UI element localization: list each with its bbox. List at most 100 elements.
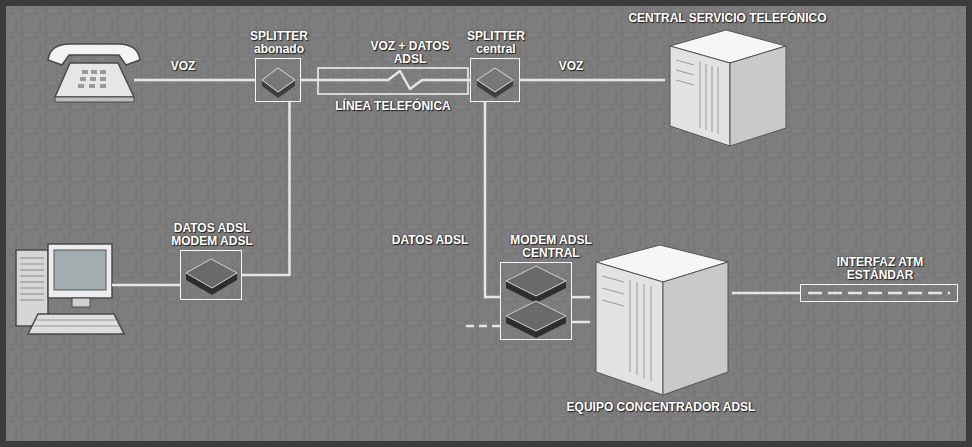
node-heading: SPLITTER abonado: [234, 30, 324, 56]
pc-stand: [72, 298, 90, 307]
connector-line: [732, 292, 800, 295]
pc-tower-slots: [20, 294, 44, 295]
pc-tower-slots: [20, 258, 44, 259]
heading-holder: INTERFAZ ATM ESTÁNDAR: [824, 256, 936, 282]
heading-holder: MODEM ADSL CENTRAL: [501, 234, 601, 260]
signal-label: VOZ: [160, 60, 206, 73]
connector-line: [301, 71, 470, 89]
node-heading: CENTRAL SERVICIO TELEFÓNICO: [578, 12, 878, 25]
pc-keys: [33, 320, 119, 326]
node-heading: DATOS ADSL MODEM ADSL: [162, 222, 262, 248]
pc-tower-slots: [20, 282, 44, 283]
telephone: [48, 44, 140, 102]
frame: [3, 3, 969, 444]
server-slats: [602, 276, 624, 282]
pc-tower-slots: [20, 300, 44, 301]
pc-wire: [112, 284, 180, 287]
connector-line: [520, 79, 665, 82]
signal-label: DATOS ADSL: [384, 234, 476, 247]
heading-holder: CENTRAL SERVICIO TELEFÓNICO: [578, 12, 878, 25]
server-slats: [676, 70, 694, 75]
heading-holder: EQUIPO CONCENTRADOR ADSL: [546, 401, 776, 414]
server-slats: [602, 300, 624, 306]
splitter-top: [262, 68, 295, 92]
pc-keys: [33, 326, 119, 327]
server-slats: [676, 80, 694, 85]
modem-top: [506, 266, 566, 296]
phone-body: [55, 63, 134, 97]
server-side: [663, 262, 728, 395]
server-slats: [602, 276, 651, 381]
server-slats: [676, 60, 718, 134]
pc-monitor: [48, 244, 112, 298]
pc-tower-slots: [20, 288, 44, 289]
label-holder: VOZ: [548, 60, 594, 73]
phone-keypad: [100, 77, 106, 81]
phone-keypad: [91, 70, 97, 74]
server-slats: [706, 64, 707, 130]
pc-tower-slots: [20, 276, 44, 277]
pc-tower-slots: [20, 270, 44, 271]
phone-handset: [48, 44, 140, 65]
splitter-icon: [262, 68, 513, 98]
label-holder: DATOS ADSL: [384, 234, 476, 247]
node-heading: EQUIPO CONCENTRADOR ADSL: [546, 401, 776, 414]
exchange-server: [670, 30, 786, 146]
pc-keyboard: [28, 314, 124, 334]
other-lines-wire: [466, 325, 500, 328]
splitter-box: SPLITTER abonado: [255, 58, 301, 102]
server-slats: [700, 62, 701, 128]
connector-line: [572, 296, 590, 299]
phone-base: [55, 97, 134, 102]
modem-wire: [572, 321, 590, 324]
concentrator-cabinet: EQUIPO CONCENTRADOR ADSL: [590, 243, 732, 398]
phone-keypad: [82, 70, 88, 74]
pc-keys: [36, 320, 116, 321]
modem-box: DATOS ADSL MODEM ADSL: [180, 250, 242, 300]
server-front: [596, 262, 663, 395]
atm-interface-box: INTERFAZ ATM ESTÁNDAR: [800, 284, 958, 302]
label-holder: LÍNEA TELEFÓNICA: [318, 100, 468, 113]
phone-keypad: [80, 77, 86, 81]
phone-keypad: [89, 84, 95, 88]
modem-icon: [186, 259, 566, 338]
phone-keypad: [100, 84, 106, 88]
label-holder: VOZ: [160, 60, 206, 73]
server-slats: [630, 280, 631, 372]
signal-label: VOZ + DATOS ADSL: [355, 40, 465, 66]
server-slats: [712, 66, 713, 132]
server-side: [730, 46, 786, 146]
heading-holder: SPLITTER abonado: [234, 30, 324, 56]
phone-wire: [134, 79, 255, 82]
server-slats: [676, 60, 694, 65]
server-slats: [644, 284, 645, 378]
node-heading: SPLITTER central: [451, 30, 541, 56]
modem-top: [506, 301, 566, 331]
line-label: LÍNEA TELEFÓNICA: [318, 100, 468, 113]
phone-keypad: [100, 70, 106, 74]
pc-screen: [54, 250, 106, 290]
splitter-box: SPLITTER central: [470, 58, 520, 102]
atm-wire: [808, 292, 950, 295]
pc-tower-slots: [20, 264, 44, 265]
connector-line: [242, 102, 290, 275]
server-front: [670, 46, 730, 146]
server-slats: [651, 286, 652, 381]
phone-keypad: [90, 77, 96, 81]
heading-holder: SPLITTER central: [451, 30, 541, 56]
server-cabinet: CENTRAL SERVICIO TELEFÓNICO: [665, 28, 790, 148]
computer: [16, 244, 124, 334]
phone-keypad: [78, 84, 84, 88]
concentrator-server: [596, 245, 728, 395]
phone-keypad: [78, 70, 106, 88]
server-slats: [718, 67, 719, 134]
modem-top: [186, 259, 237, 288]
heading-holder: DATOS ADSL MODEM ADSL: [162, 222, 262, 248]
modem-group-box: MODEM ADSL CENTRAL: [500, 262, 572, 340]
node-heading: MODEM ADSL CENTRAL: [501, 234, 601, 260]
connector-line: [485, 102, 500, 297]
server-slats: [602, 288, 624, 294]
signal-label: VOZ: [548, 60, 594, 73]
